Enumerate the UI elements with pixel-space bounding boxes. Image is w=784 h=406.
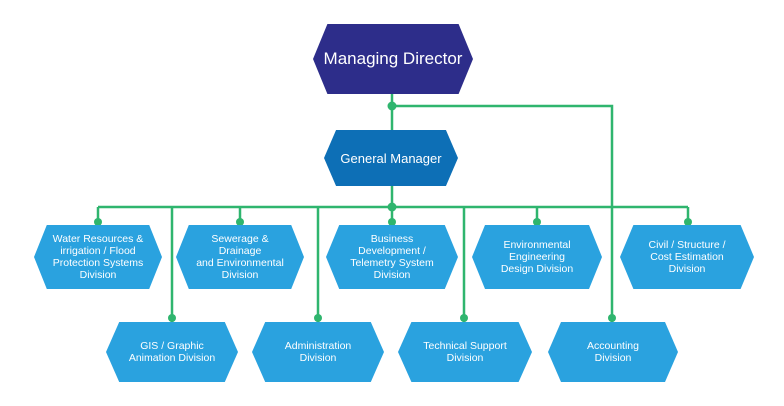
division-label: Business Development / Telemetry System … bbox=[350, 233, 434, 281]
division-label: Sewerage & Drainage and Environmental Di… bbox=[196, 233, 284, 281]
division-label: Accounting Division bbox=[587, 340, 639, 364]
division-civil-structure: Civil / Structure / Cost Estimation Divi… bbox=[620, 225, 754, 289]
division-label: Environmental Engineering Design Divisio… bbox=[500, 239, 574, 275]
division-business-development: Business Development / Telemetry System … bbox=[326, 225, 458, 289]
division-environmental-engineering: Environmental Engineering Design Divisio… bbox=[472, 225, 602, 289]
junction-dot bbox=[608, 314, 616, 322]
junction-dot bbox=[387, 101, 397, 111]
managing-director-node: Managing Director bbox=[313, 24, 473, 94]
accounting-branch-line bbox=[392, 104, 614, 322]
junction-dot bbox=[533, 218, 541, 226]
junction-dot bbox=[168, 314, 176, 322]
division-technical-support: Technical Support Division bbox=[398, 322, 532, 382]
general-manager-node: General Manager bbox=[324, 130, 458, 186]
division-sewerage-drainage: Sewerage & Drainage and Environmental Di… bbox=[176, 225, 304, 289]
division-administration: Administration Division bbox=[252, 322, 384, 382]
division-label: Technical Support Division bbox=[423, 340, 507, 364]
division-accounting: Accounting Division bbox=[548, 322, 678, 382]
junction-dot bbox=[314, 314, 322, 322]
division-gis-graphic: GIS / Graphic Animation Division bbox=[106, 322, 238, 382]
division-label: Administration Division bbox=[284, 340, 352, 364]
junction-dot bbox=[684, 218, 692, 226]
division-label: Civil / Structure / Cost Estimation Divi… bbox=[648, 239, 726, 275]
general-manager-label: General Manager bbox=[340, 150, 442, 166]
junction-dot bbox=[94, 218, 102, 226]
junction-dot bbox=[460, 314, 468, 322]
division-label: GIS / Graphic Animation Division bbox=[128, 340, 216, 364]
junction-dot bbox=[387, 202, 397, 212]
managing-director-label: Managing Director bbox=[323, 49, 463, 68]
division-label: Water Resources & irrigation / Flood Pro… bbox=[52, 233, 144, 281]
division-water-resources: Water Resources & irrigation / Flood Pro… bbox=[34, 225, 162, 289]
junction-dot bbox=[388, 218, 396, 226]
junction-dot bbox=[236, 218, 244, 226]
